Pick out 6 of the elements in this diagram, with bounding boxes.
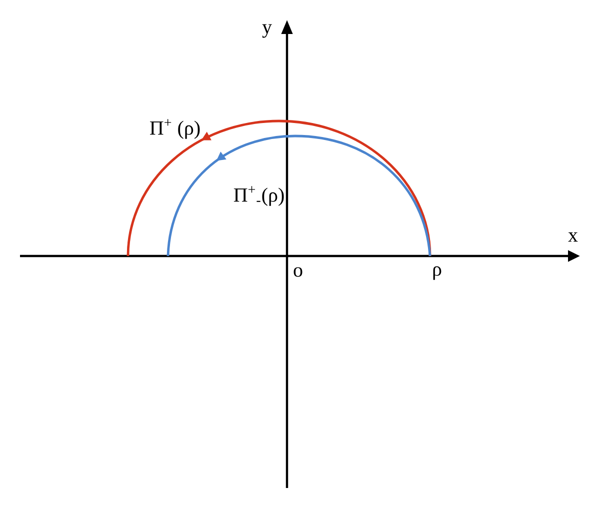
origin-label: o	[294, 267, 302, 277]
curve-label: Π$^{+}$ (ρ)	[150, 119, 200, 139]
tick-label: ρ	[433, 266, 442, 280]
axis-label: y	[262, 24, 272, 38]
axis-label: x	[568, 232, 578, 242]
curve-label: Π$^{+}$$_{-}$(ρ)	[234, 186, 284, 206]
